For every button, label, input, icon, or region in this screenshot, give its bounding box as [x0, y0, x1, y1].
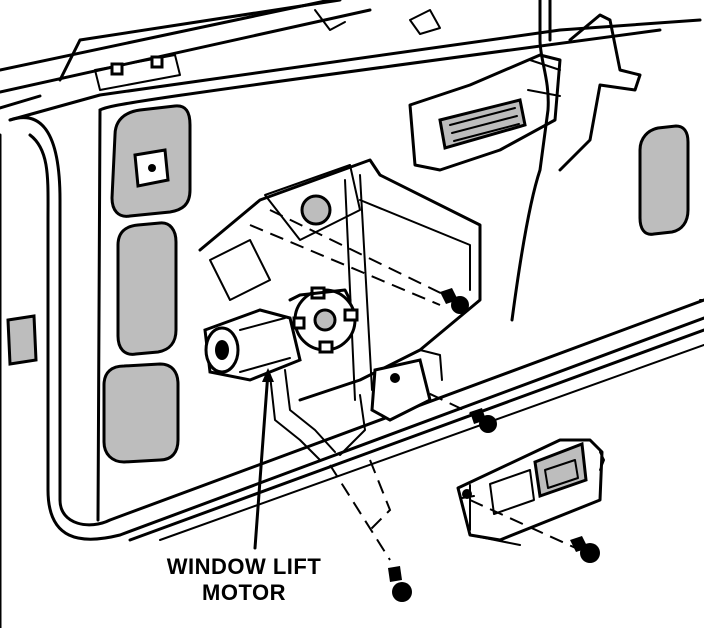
callout-line-2: MOTOR — [202, 580, 286, 605]
bolt-icon — [570, 536, 600, 563]
panel-openings — [6, 104, 690, 464]
bolt-icon — [440, 288, 469, 314]
door-frame — [0, 0, 702, 122]
fasteners — [249, 209, 600, 602]
inner-door-panel — [0, 28, 704, 628]
callout-label: WINDOW LIFT MOTOR — [167, 554, 322, 605]
window-lift-motor — [203, 286, 366, 461]
bolt-icon — [388, 566, 412, 602]
callout-leader — [253, 368, 274, 550]
switch-bezel — [456, 438, 605, 546]
bolt-icon — [470, 408, 497, 433]
regulator-plate — [198, 0, 642, 402]
callout-line-1: WINDOW LIFT — [167, 554, 322, 579]
